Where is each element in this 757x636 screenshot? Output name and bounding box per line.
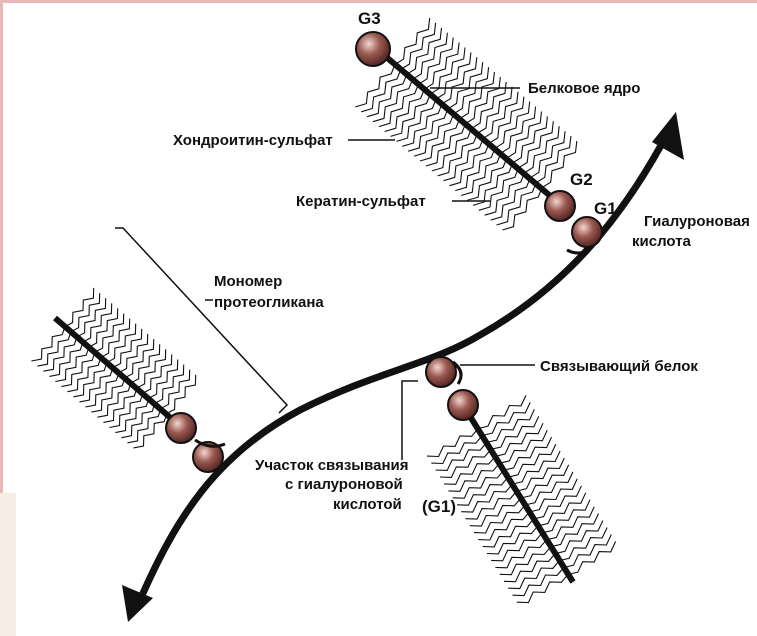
label-hyaluronic-acid-1: Гиалуроновая — [644, 213, 750, 230]
gag-side-chain — [466, 77, 501, 124]
globule-g1-lower — [426, 357, 456, 387]
gag-side-chain — [555, 521, 603, 554]
gag-side-chain — [361, 69, 401, 111]
gag-side-chain — [519, 121, 554, 168]
gag-side-chain — [424, 43, 459, 90]
lower-protein-core — [463, 405, 573, 582]
gag-side-chain — [491, 416, 539, 449]
gag-side-chain — [407, 28, 442, 75]
globule-g2-upper — [545, 191, 575, 221]
gag-side-chain — [507, 112, 542, 159]
gag-side-chain — [500, 430, 548, 463]
pointer-binding-site — [402, 381, 418, 460]
label-protein-core: Белковое ядро — [528, 80, 640, 97]
gag-side-chain — [419, 38, 454, 85]
gag-side-chain — [460, 72, 495, 119]
gag-side-chain — [508, 444, 556, 477]
label-link-protein: Связывающий белок — [540, 358, 698, 375]
label-monomer-2: протеогликана — [214, 294, 324, 311]
label-g1: G1 — [594, 199, 617, 218]
label-hyaluronic-acid-2: кислота — [632, 233, 692, 250]
gag-side-chain — [529, 479, 577, 512]
gag-side-chain — [538, 493, 586, 526]
label-monomer-1: Мономер — [214, 273, 282, 290]
gag-side-chain — [442, 57, 477, 104]
gag-side-chain — [559, 528, 607, 561]
arrowhead-bottom-icon — [122, 585, 153, 622]
label-g2: G2 — [570, 170, 593, 189]
gag-side-chain — [482, 402, 530, 435]
upper-protein-core — [378, 50, 555, 200]
gag-side-chain — [521, 465, 569, 498]
gag-side-chain — [413, 33, 448, 79]
gag-side-chain — [471, 82, 506, 129]
gag-side-chain — [430, 48, 465, 95]
gag-side-chain — [495, 102, 530, 149]
gag-side-chain — [517, 458, 565, 491]
monomer-bracket — [115, 228, 287, 413]
gag-side-chain — [487, 409, 535, 442]
gag-side-chain — [431, 435, 482, 463]
label-keratan-sulfate: Кератин-сульфат — [296, 193, 426, 210]
label-chondroitin-sulfate: Хондроитин-сульфат — [173, 132, 333, 149]
gag-side-chain — [525, 472, 573, 505]
gag-side-chain — [536, 136, 571, 183]
label-binding-site-1: Участок связывания — [255, 457, 409, 474]
gag-side-chain — [534, 486, 582, 519]
gag-side-chain — [512, 451, 560, 484]
gag-side-chain — [478, 395, 526, 428]
label-binding-site-3: кислотой — [333, 496, 402, 513]
gag-side-chain — [547, 507, 595, 540]
gag-side-chain — [355, 65, 395, 107]
label-g3: G3 — [358, 9, 381, 28]
link-protein-upper — [567, 250, 590, 253]
label-binding-site-2: с гиалуроновой — [285, 476, 403, 493]
gag-side-chain — [530, 131, 565, 178]
gag-side-chain — [564, 535, 612, 568]
gag-side-chain — [477, 87, 512, 134]
gag-side-chain — [524, 126, 559, 173]
globule-g2-left — [166, 413, 196, 443]
gag-side-chain — [495, 423, 543, 456]
gag-side-chain — [501, 107, 536, 154]
gag-side-chain — [551, 514, 599, 547]
gag-side-chain — [504, 437, 552, 470]
label-binding-site-g1: (G1) — [422, 497, 456, 516]
globule-g3-upper — [356, 32, 390, 66]
globule-g2-lower — [448, 390, 478, 420]
gag-side-chain — [483, 92, 518, 139]
gag-side-chain — [513, 116, 548, 162]
gag-side-chain — [542, 500, 590, 533]
gag-side-chain — [489, 97, 524, 144]
gag-side-chain — [367, 74, 407, 116]
gag-side-chain — [454, 67, 489, 114]
gag-side-chain — [568, 541, 616, 574]
gag-side-chain — [401, 23, 436, 70]
globule-g1-upper — [572, 217, 602, 247]
gag-side-chain — [448, 62, 483, 109]
gag-side-chain — [395, 18, 430, 65]
gag-side-chain — [436, 52, 471, 99]
